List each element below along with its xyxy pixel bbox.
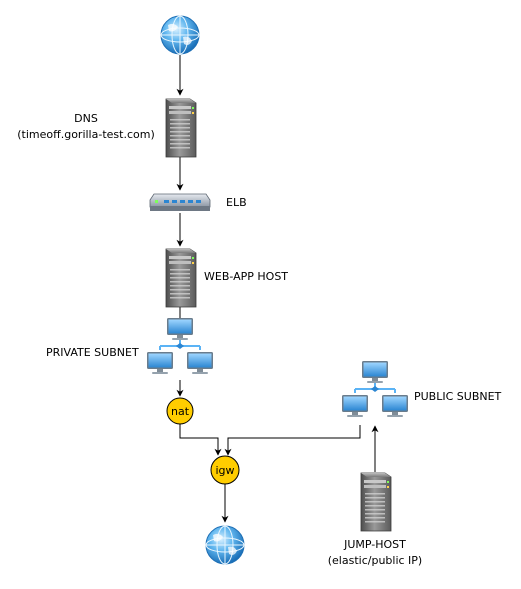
network-icon [342, 361, 408, 417]
nat-label: nat [171, 405, 190, 418]
internet-top [160, 15, 200, 55]
globe-icon [160, 15, 200, 55]
load-balancer-icon [149, 193, 211, 211]
server-icon [165, 248, 197, 308]
jump-host-server [360, 472, 392, 532]
public-subnet-label: PUBLIC SUBNET [414, 390, 502, 403]
dns-label-line1: DNS [74, 112, 98, 125]
igw-node: igw [210, 455, 240, 485]
jump-host-label-line2: (elastic/public IP) [328, 554, 422, 567]
edge-nat-to-igw [179, 424, 222, 456]
elb-device [149, 193, 211, 211]
globe-icon [205, 525, 245, 565]
private-subnet [147, 318, 213, 374]
public-subnet [342, 361, 408, 417]
elb-label: ELB [226, 196, 247, 209]
server-icon [360, 472, 392, 532]
edge-public-subnet-to-igw [224, 425, 361, 456]
internet-bottom [205, 525, 245, 565]
dns-server [165, 98, 197, 158]
network-icon [147, 318, 213, 374]
webapp-server [165, 248, 197, 308]
webapp-label: WEB-APP HOST [204, 270, 288, 283]
jump-host-label-line1: JUMP-HOST [343, 538, 406, 551]
dns-label-line2: (timeoff.gorilla-test.com) [17, 128, 154, 141]
server-icon [165, 98, 197, 158]
nat-node: nat [166, 397, 194, 425]
igw-label: igw [215, 464, 234, 477]
edges [176, 55, 379, 523]
private-subnet-label: PRIVATE SUBNET [46, 346, 139, 359]
